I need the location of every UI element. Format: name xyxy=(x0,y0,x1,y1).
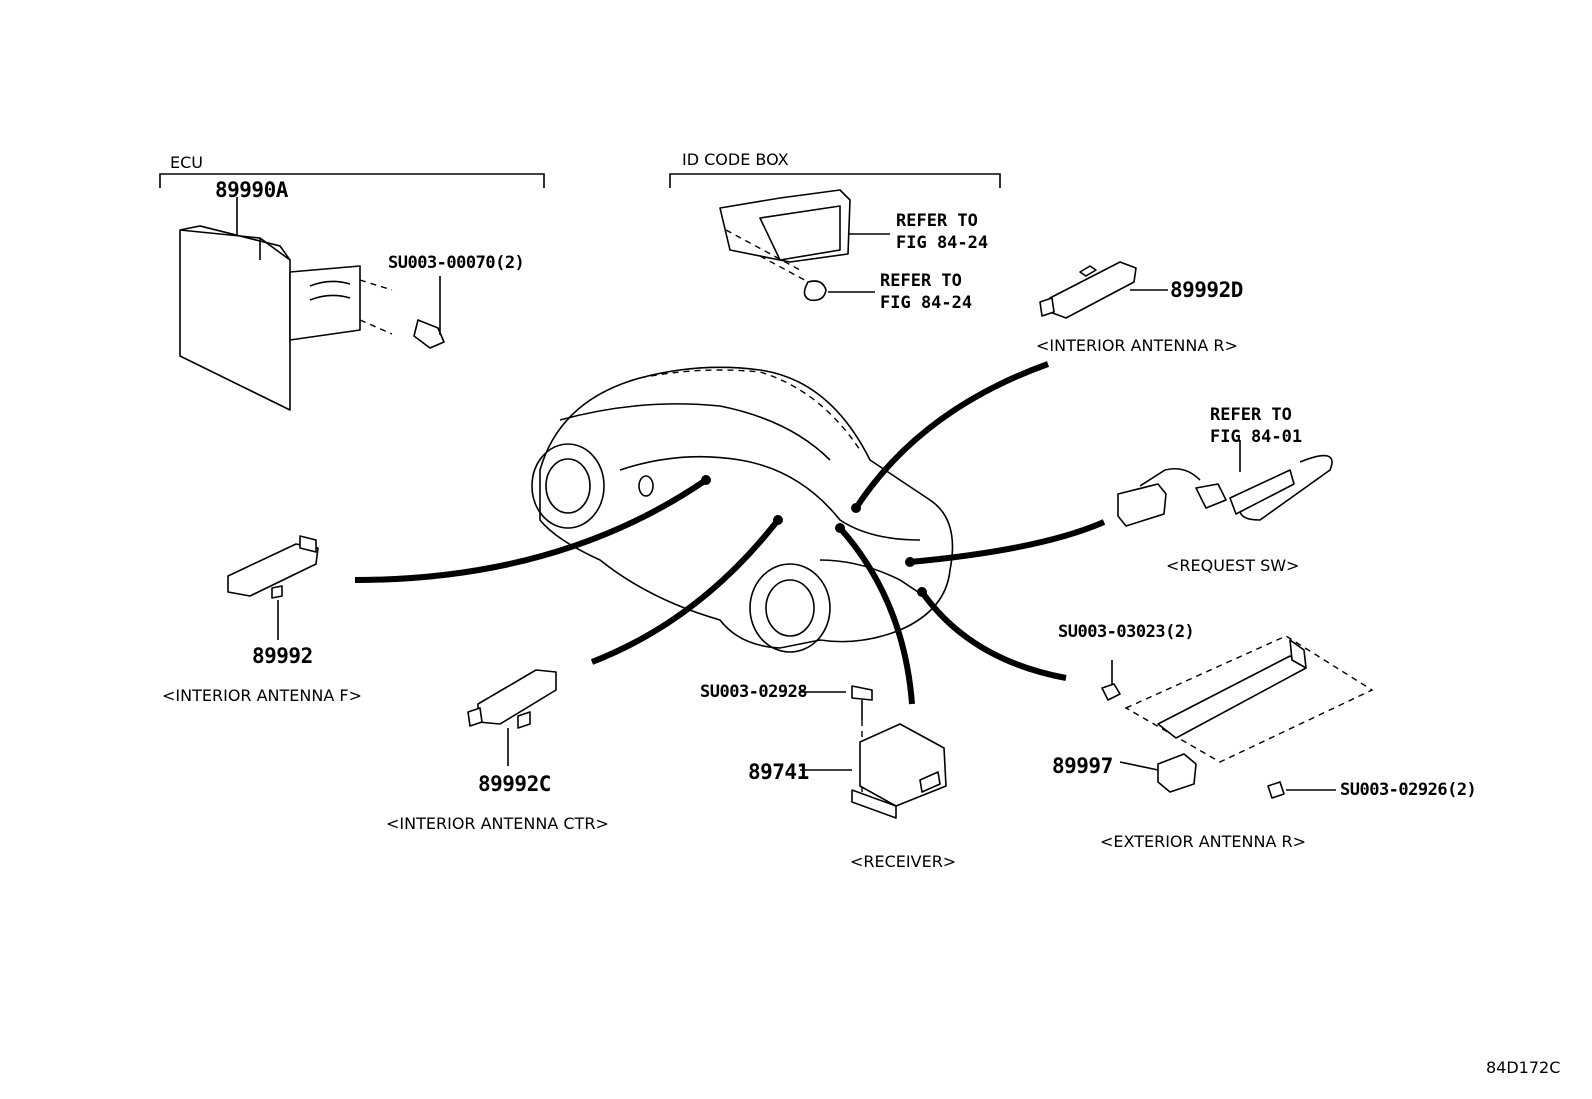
exterior-antenna-r-drawing xyxy=(1101,635,1374,799)
request-sw-refer: REFER TO FIG 84-01 xyxy=(1210,405,1303,447)
leader-curves xyxy=(354,361,1106,705)
receiver-drawing xyxy=(800,685,947,819)
ecu-group-bracket xyxy=(159,173,545,188)
id-code-box-drawing xyxy=(719,189,890,302)
receiver-caption: <RECEIVER> xyxy=(850,852,957,871)
interior-antenna-r-part-number: 89992D xyxy=(1170,278,1243,302)
ext-antenna-screw-part-number: SU003-02926(2) xyxy=(1340,780,1477,800)
interior-antenna-ctr-caption: <INTERIOR ANTENNA CTR> xyxy=(386,814,609,833)
interior-antenna-f-part-number: 89992 xyxy=(252,644,313,668)
interior-antenna-f-caption: <INTERIOR ANTENNA F> xyxy=(162,686,362,705)
id-box-refer-bracket: REFER TO FIG 84-24 xyxy=(896,211,989,253)
interior-antenna-r-caption: <INTERIOR ANTENNA R> xyxy=(1036,336,1238,355)
request-sw-caption: <REQUEST SW> xyxy=(1166,556,1300,575)
interior-antenna-ctr-drawing xyxy=(467,669,557,766)
request-sw-drawing xyxy=(1117,440,1333,527)
ext-antenna-part-number: 89997 xyxy=(1052,754,1113,778)
ecu-bolt-part-number: SU003-00070(2) xyxy=(388,253,525,273)
ecu-part-number: 89990A xyxy=(215,178,288,202)
id-code-box-group-label: ID CODE BOX xyxy=(682,150,789,169)
id-box-refer-nut: REFER TO FIG 84-24 xyxy=(880,271,973,313)
ecu-unit-drawing xyxy=(179,225,445,411)
ext-antenna-nut-part-number: SU003-03023(2) xyxy=(1058,622,1195,642)
receiver-bolt-part-number: SU003-02928 xyxy=(700,682,808,702)
diagram-id: 84D172C xyxy=(1486,1058,1561,1077)
interior-antenna-f-drawing xyxy=(227,535,319,640)
receiver-part-number: 89741 xyxy=(748,760,809,784)
ecu-group-label: ECU xyxy=(170,153,203,172)
id-code-box-bracket xyxy=(669,173,1001,188)
interior-antenna-ctr-part-number: 89992C xyxy=(478,772,551,796)
exterior-antenna-r-caption: <EXTERIOR ANTENNA R> xyxy=(1100,832,1306,851)
interior-antenna-r-drawing xyxy=(1039,261,1168,319)
